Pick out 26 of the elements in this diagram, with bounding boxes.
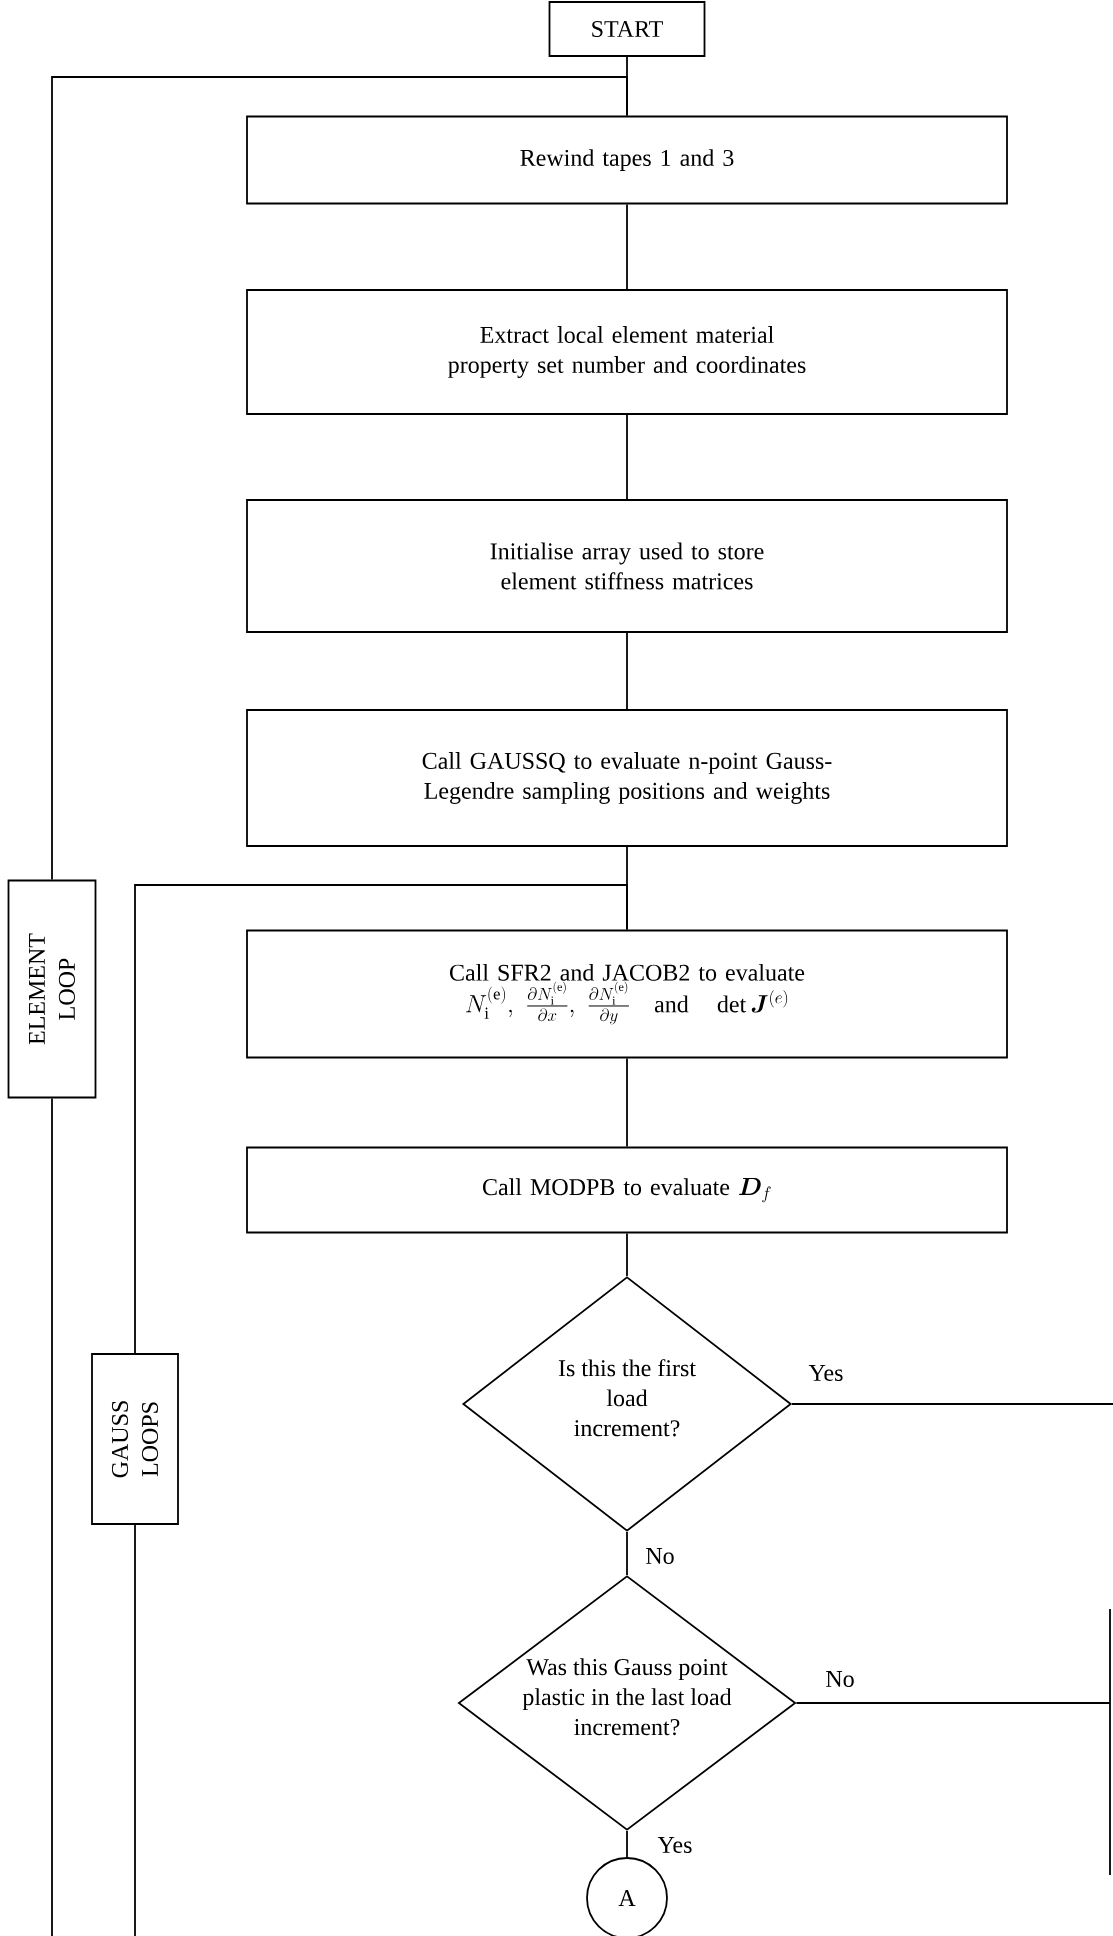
process-box: Extract local element material property set number and coordinates xyxy=(246,289,1008,415)
connector-line xyxy=(134,1524,136,1936)
connector-line xyxy=(134,884,628,1354)
connector-line xyxy=(51,1097,53,1936)
connector-line xyxy=(51,76,628,881)
edge-label: No xyxy=(644,1547,676,1565)
connector-line xyxy=(626,1232,628,1277)
process-box: Initialise array used to store element stiffness matrices xyxy=(246,499,1008,633)
process-box: Call SFR2 and JACOB2 to evaluate $N_{\mathrm{i}}^{(\mathrm{e})},\ \frac{\partial N_{\mathrm{i}}^{(\mathrm{e})}}{\partial x},\ \frac{\partial N_{\mathrm{i}}^{(\mathrm{e})}}{\partial y}\quad \text{and}\quad \det \boldsymbol{J}^{(e)}$ xyxy=(246,929,1008,1059)
connector-line xyxy=(626,1830,628,1858)
connector-line xyxy=(795,1608,1111,1876)
process-box: Call MODPB to evaluate $\boldsymbol{D}_{f}$ xyxy=(246,1146,1008,1234)
process-box: Rewind tapes 1 and 3 xyxy=(246,115,1008,205)
connector-line xyxy=(626,1531,628,1576)
process-box: START xyxy=(548,1,706,57)
connector-line xyxy=(626,1057,628,1148)
edge-label: No xyxy=(824,1670,856,1688)
loop-label-box: ELEMENT LOOP xyxy=(7,879,97,1099)
edge-label: Yes xyxy=(807,1364,845,1382)
connector-line xyxy=(791,1403,1113,1405)
connector-line xyxy=(626,203,628,290)
connector-line xyxy=(626,414,628,500)
loop-label-box: GAUSS LOOPS xyxy=(91,1353,179,1525)
connector-line xyxy=(626,632,628,710)
edge-label: Yes xyxy=(656,1836,694,1854)
process-box: Call GAUSSQ to evaluate n-point Gauss-Legendre sampling positions and weights xyxy=(246,709,1008,847)
